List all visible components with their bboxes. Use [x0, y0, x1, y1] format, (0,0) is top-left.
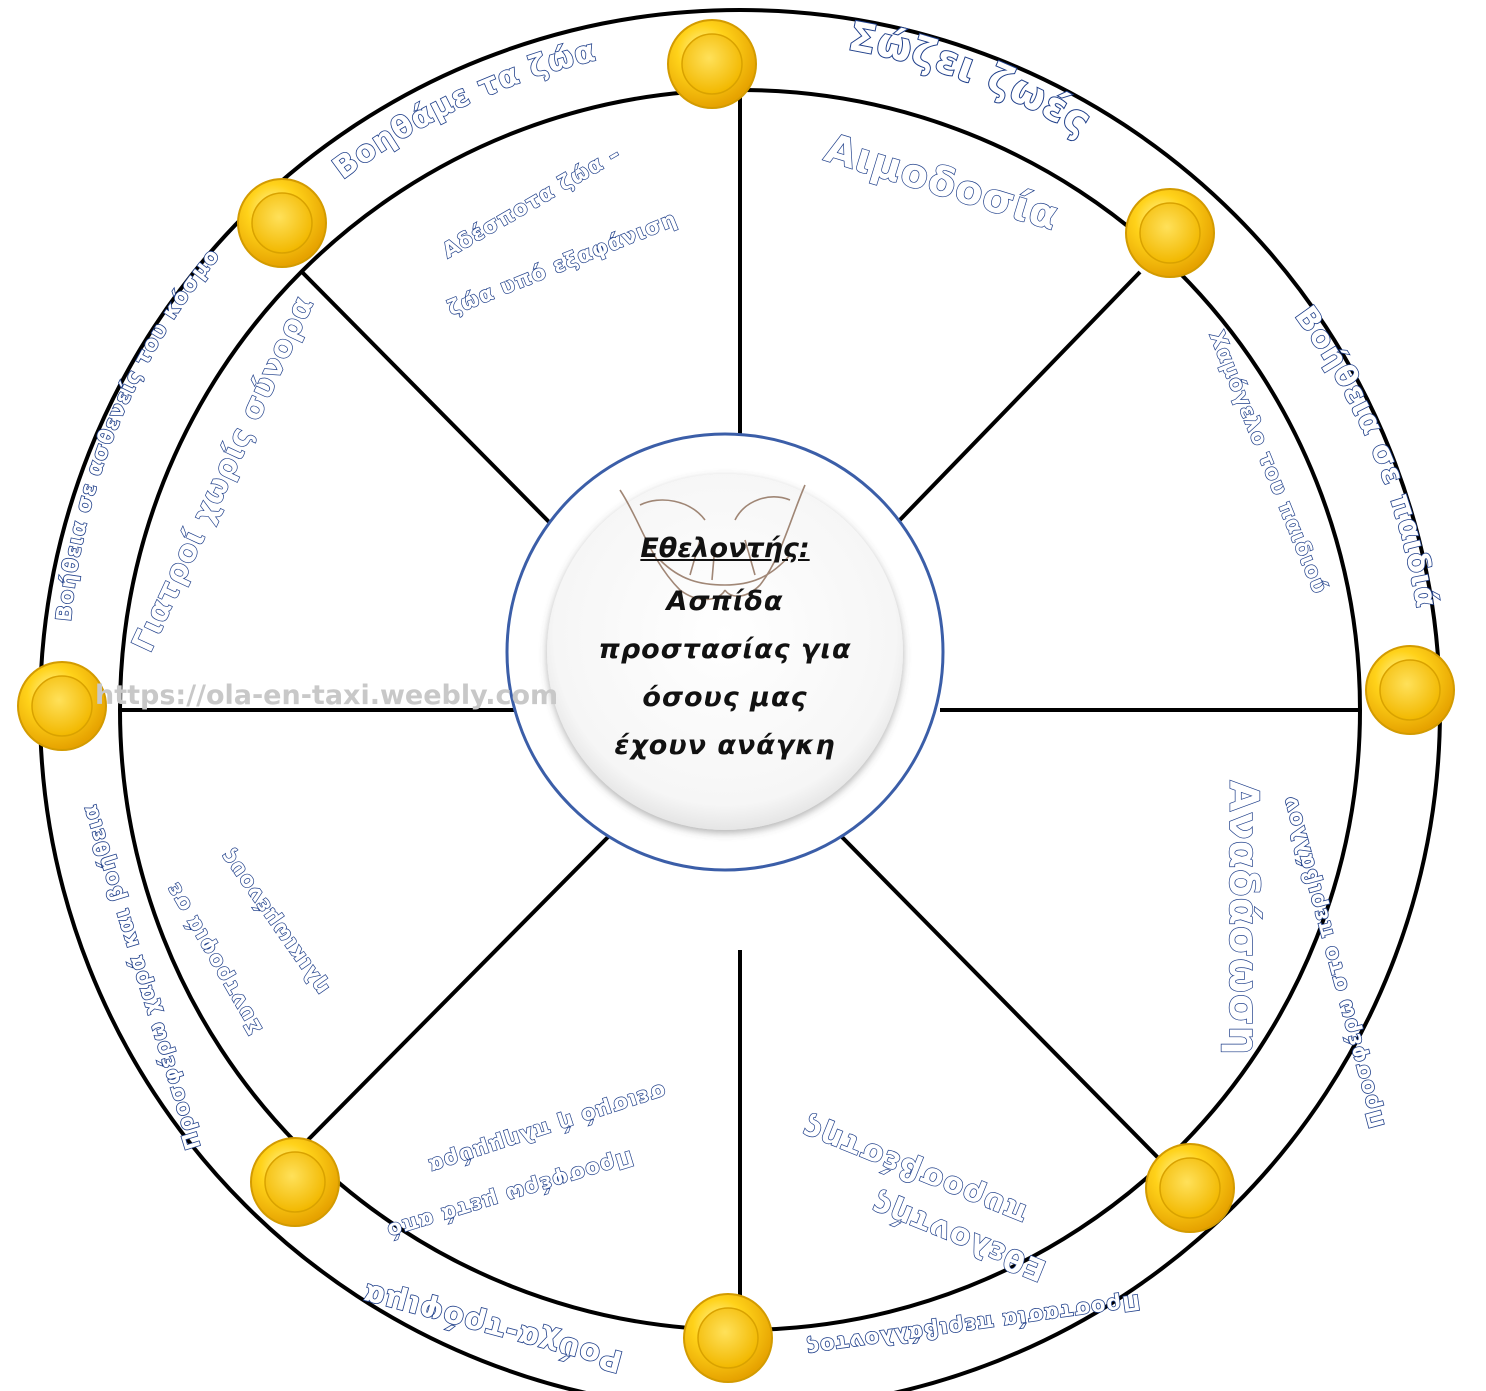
bead-bottom-left [250, 1137, 340, 1227]
center-body: Ασπίδα προστασίας για όσους μας έχουν αν… [552, 578, 898, 770]
rim-beads [17, 19, 1455, 1383]
center-text-block: Εθελοντής: Ασπίδα προστασίας για όσους μ… [552, 525, 898, 807]
segment-bottom-left-line2: Προσφέρω μετά από [384, 1146, 637, 1244]
ring-label-top-left: Βοηθάμε τα ζώα [327, 33, 600, 186]
hands-icon [619, 484, 806, 601]
center-line-2: προστασίας για [598, 634, 852, 665]
segment-right-upper-label: Χαμόγελο του παιδιού [1205, 327, 1333, 597]
center-line-1: Ασπίδα [666, 586, 784, 617]
bead-top-left [237, 178, 327, 268]
center-hub [505, 432, 945, 872]
ring-label-top-right: Σώζει ζωές [845, 14, 1100, 146]
center-line-4: έχουν ανάγκη [614, 730, 836, 761]
ring-label-bottom-right: Προστασία περιβάλλοντος [804, 1290, 1141, 1361]
bead-bottom [683, 1293, 773, 1383]
segment-right-lower-label: Αναδάσωση [1220, 780, 1266, 1055]
segment-top-right-label: Αιμοδοσία [820, 125, 1065, 240]
ring-label-left-lower: Προσφέρω χαρά και βοήθεια [77, 801, 205, 1152]
bead-right [1365, 645, 1455, 735]
center-line-3: όσους μας [642, 682, 808, 713]
bead-left [17, 661, 107, 751]
center-title: Εθελοντής: [640, 533, 810, 564]
bead-bottom-right [1145, 1143, 1235, 1233]
bead-top [667, 19, 757, 109]
bead-top-right [1125, 188, 1215, 278]
website-watermark: https://ola-en-taxi.weebly.com [95, 680, 559, 711]
spokes [120, 90, 1360, 1330]
